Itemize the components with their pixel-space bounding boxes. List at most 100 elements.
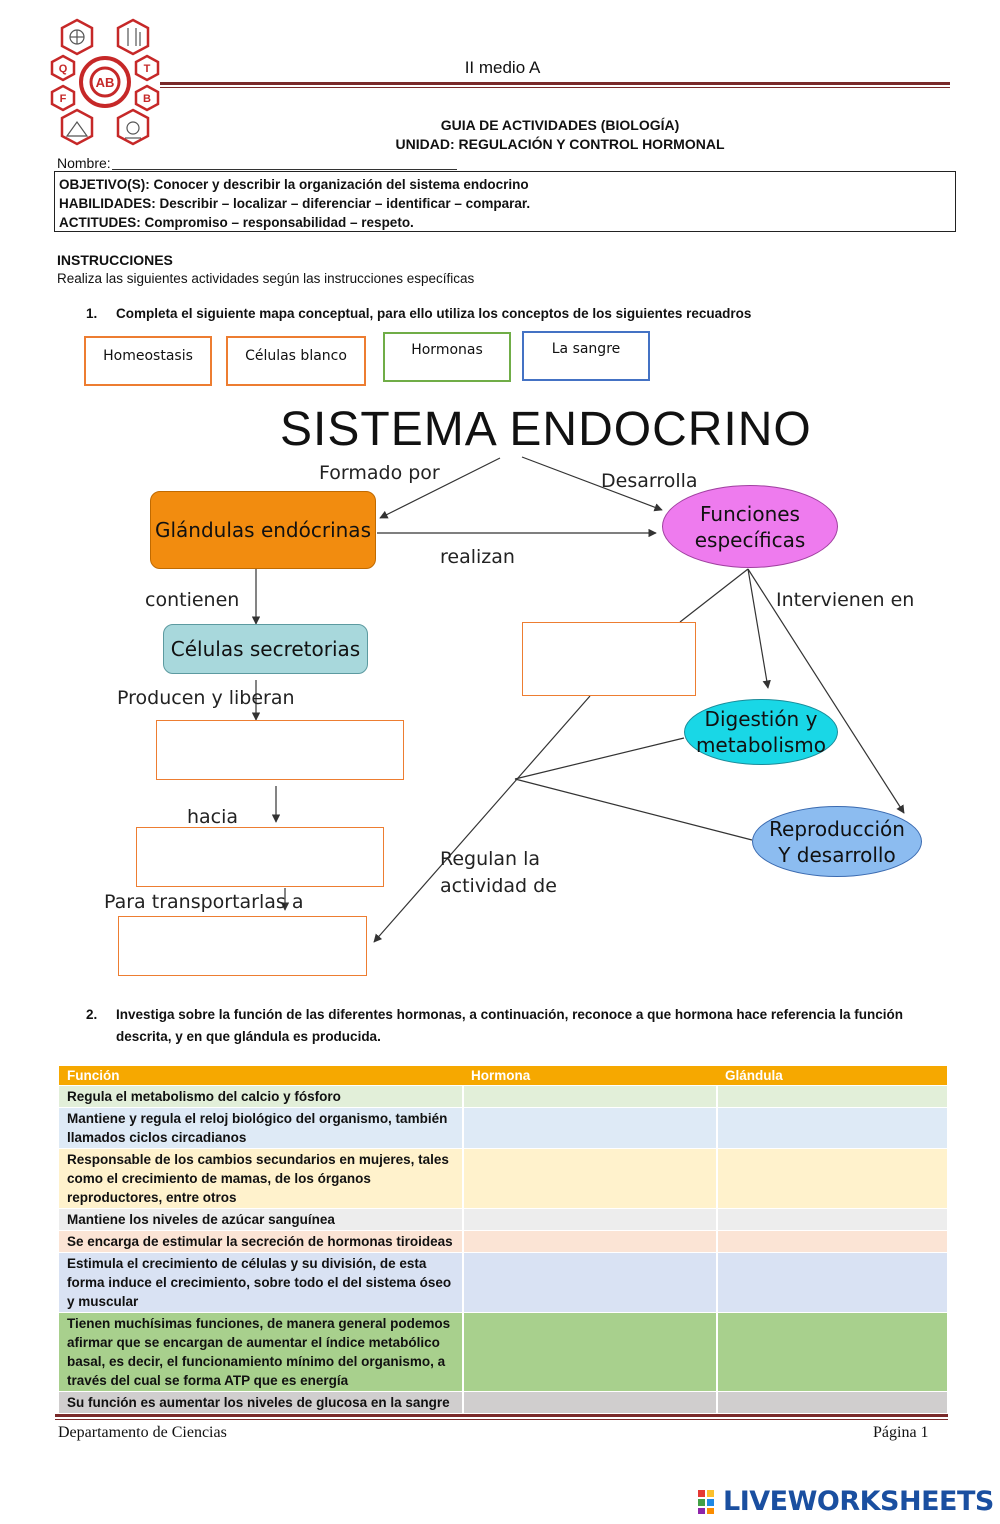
node-celulas-text: Células secretorias — [170, 637, 361, 661]
cell-glandula-input[interactable] — [717, 1148, 947, 1209]
logo-center-text: AB — [96, 75, 115, 90]
cell-hormona-input[interactable] — [463, 1391, 718, 1414]
cell-hormona-input[interactable] — [463, 1230, 718, 1253]
cell-hormona-input[interactable] — [463, 1312, 718, 1392]
label-contienen: contienen — [145, 589, 240, 611]
cell-funcion: Regula el metabolismo del calcio y fósfo… — [59, 1085, 464, 1108]
line-junction-digestion — [514, 737, 685, 780]
cell-hormona-input[interactable] — [463, 1252, 718, 1313]
label-hacia: hacia — [187, 806, 239, 828]
cell-funcion: Estimula el crecimiento de células y su … — [59, 1252, 464, 1313]
cell-glandula-input[interactable] — [717, 1230, 947, 1253]
line-junction-repro — [514, 778, 753, 841]
table-row: Tienen muchísimas funciones, de manera g… — [59, 1312, 947, 1392]
footer-rule — [55, 1414, 948, 1417]
label-transportar: Para transportarlas a — [104, 891, 304, 913]
cell-hormona-input[interactable] — [463, 1148, 718, 1209]
cell-funcion: Mantiene y regula el reloj biológico del… — [59, 1107, 464, 1149]
node-repro-line1: Reproducción — [769, 816, 905, 841]
node-glandulas-text: Glándulas endócrinas — [155, 518, 371, 542]
liveworksheets-logo-icon — [698, 1489, 714, 1514]
header-hormona: Hormona — [463, 1066, 717, 1086]
cell-hormona-input[interactable] — [463, 1107, 718, 1149]
table-header-row: Función Hormona Glándula — [59, 1066, 947, 1086]
label-regulan-2: actividad de — [440, 875, 557, 897]
label-intervienen: Intervienen en — [776, 589, 915, 611]
cell-hormona-input[interactable] — [463, 1085, 718, 1108]
label-formado-por: Formado por — [319, 462, 440, 484]
drop-box-intervienen[interactable] — [522, 622, 696, 696]
node-digestion-line2: metabolismo — [695, 733, 827, 757]
unit-title: UNIDAD: REGULACIÓN Y CONTROL HORMONAL — [395, 136, 725, 152]
cell-funcion: Tienen muchísimas funciones, de manera g… — [59, 1312, 464, 1392]
liveworksheets-text: LIVEWORKSHEETS — [723, 1486, 994, 1517]
instructions-heading: INSTRUCCIONES — [57, 252, 173, 268]
cell-glandula-input[interactable] — [717, 1085, 947, 1108]
question-2: 2. Investiga sobre la función de las dife… — [86, 1004, 946, 1048]
node-funciones-especificas: Funciones específicas — [662, 485, 838, 568]
objectives-box: OBJETIVO(S): Conocer y describir la orga… — [54, 171, 956, 232]
node-glandulas-endocrinas: Glándulas endócrinas — [150, 491, 376, 569]
table-row: Mantiene y regula el reloj biológico del… — [59, 1107, 947, 1149]
cell-glandula-input[interactable] — [717, 1252, 947, 1313]
question-2-text: Investiga sobre la función de las difere… — [116, 1007, 903, 1044]
instructions-text: Realiza las siguientes actividades según… — [57, 271, 475, 286]
label-desarrolla: Desarrolla — [601, 470, 698, 492]
cell-funcion: Se encarga de estimular la secreción de … — [59, 1230, 464, 1253]
cell-hormona-input[interactable] — [463, 1208, 718, 1231]
cell-glandula-input[interactable] — [717, 1208, 947, 1231]
cell-glandula-input[interactable] — [717, 1107, 947, 1149]
cell-glandula-input[interactable] — [717, 1312, 947, 1392]
drop-box-transportar[interactable] — [118, 916, 367, 976]
node-repro-line2: Y desarrollo — [778, 842, 896, 867]
guide-title: GUIA DE ACTIVIDADES (BIOLOGÍA) — [440, 117, 680, 133]
drop-box-hacia[interactable] — [136, 827, 384, 887]
node-funciones-line2: específicas — [694, 527, 806, 552]
label-regulan-1: Regulan la — [440, 848, 541, 870]
liveworksheets-brand[interactable]: LIVEWORKSHEETS — [697, 1486, 994, 1517]
label-realizan: realizan — [440, 546, 515, 568]
table-row: Su función es aumentar los niveles de gl… — [59, 1391, 947, 1414]
cell-glandula-input[interactable] — [717, 1391, 947, 1414]
cell-funcion: Mantiene los niveles de azúcar sanguínea — [59, 1208, 464, 1231]
hormone-table: Función Hormona Glándula Regula el metab… — [59, 1066, 947, 1414]
line-funciones-blank — [679, 568, 749, 623]
skills-text: HABILIDADES: Describir – localizar – dif… — [59, 196, 531, 211]
attitudes-text: ACTITUDES: Compromiso – responsabilidad … — [59, 215, 414, 230]
question-1: 1.Completa el siguiente mapa conceptual,… — [86, 303, 946, 325]
concept-map-title: SISTEMA ENDOCRINO — [280, 403, 812, 456]
concept-chip-homeostasis[interactable]: Homeostasis — [84, 336, 212, 386]
course-label: II medio A — [464, 58, 541, 77]
logo-letter-b: B — [143, 93, 151, 105]
arrow-funciones-digestion — [747, 568, 771, 689]
table-row: Regula el metabolismo del calcio y fósfo… — [59, 1085, 947, 1108]
concept-chip-la-sangre[interactable]: La sangre — [522, 331, 650, 381]
node-funciones-line1: Funciones — [700, 501, 800, 526]
node-celulas-secretorias: Células secretorias — [163, 624, 368, 674]
table-row: Estimula el crecimiento de células y su … — [59, 1252, 947, 1313]
logo-letter-t: T — [144, 63, 151, 75]
arrow-regulan — [373, 695, 591, 943]
drop-box-producen[interactable] — [156, 720, 404, 780]
name-field[interactable] — [112, 169, 457, 170]
concept-map-connectors — [251, 456, 905, 943]
objective-text: OBJETIVO(S): Conocer y describir la orga… — [59, 177, 529, 192]
cell-funcion: Responsable de los cambios secundarios e… — [59, 1148, 464, 1209]
footer-rule-thin — [55, 1419, 948, 1420]
table-row: Se encarga de estimular la secreción de … — [59, 1230, 947, 1253]
node-digestion-metabolismo: Digestión y metabolismo — [684, 699, 838, 765]
concept-chip-hormonas[interactable]: Hormonas — [383, 332, 511, 382]
footer-page-number: Página 1 — [873, 1424, 929, 1441]
node-reproduccion-desarrollo: Reproducción Y desarrollo — [752, 806, 922, 877]
school-logo: AB Q T F B — [50, 18, 160, 146]
header-glandula: Glándula — [717, 1066, 947, 1086]
label-producen: Producen y liberan — [117, 687, 295, 709]
header-funcion: Función — [59, 1066, 463, 1086]
question-2-number: 2. — [86, 1007, 98, 1022]
name-label: Nombre: — [57, 155, 111, 171]
table-row: Mantiene los niveles de azúcar sanguínea — [59, 1208, 947, 1231]
concept-chip-celulas-blanco[interactable]: Células blanco — [226, 336, 366, 386]
question-1-number: 1. — [86, 306, 98, 321]
arrow-desarrolla — [521, 456, 663, 512]
node-digestion-line1: Digestión y — [704, 707, 818, 731]
